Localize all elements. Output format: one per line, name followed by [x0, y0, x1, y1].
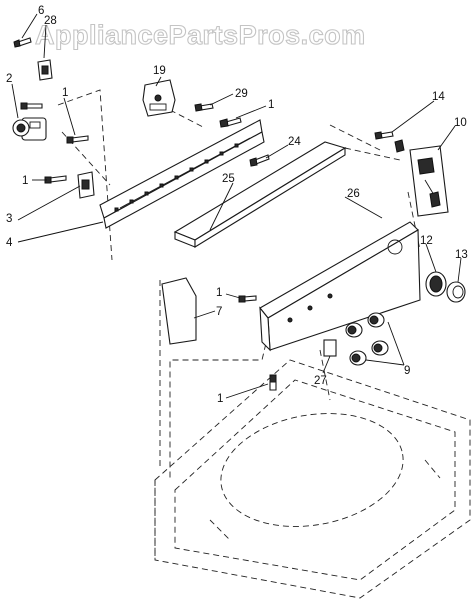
part-mounting-bracket — [142, 79, 176, 117]
callout-29: 29 — [235, 88, 248, 100]
part-spring — [323, 339, 337, 357]
part-rear-rail — [99, 119, 265, 229]
callout-28: 28 — [44, 15, 57, 27]
callout-24: 24 — [288, 136, 301, 148]
callout-4: 4 — [6, 237, 13, 249]
part-switch — [12, 117, 47, 141]
leader-lines — [11, 13, 462, 399]
callout-7: 7 — [216, 306, 222, 318]
part-side-trim — [161, 277, 197, 345]
screws-middle — [238, 295, 277, 391]
callout-2: 2 — [6, 73, 12, 85]
part-knob-large — [425, 271, 466, 303]
callout-1-left: 1 — [22, 175, 28, 187]
callout-14: 14 — [432, 91, 445, 103]
screw-24 — [249, 154, 270, 167]
callout-6: 6 — [38, 5, 44, 17]
screw-14 — [374, 131, 405, 153]
callout-10: 10 — [454, 117, 467, 129]
screws-upper — [194, 103, 242, 128]
part-knobs-small — [345, 312, 389, 366]
callout-labels: 6 28 2 1 19 29 1 14 10 24 25 1 3 4 26 12… — [6, 5, 468, 405]
cabinet-top — [154, 359, 471, 599]
screw-6 — [13, 37, 32, 48]
callout-27: 27 — [314, 375, 327, 387]
callout-9: 9 — [404, 365, 410, 377]
part-control-panel — [259, 221, 421, 352]
part-clip — [77, 171, 95, 199]
screws-left — [20, 102, 89, 184]
callout-19: 19 — [153, 65, 166, 77]
part-bracket-small — [37, 59, 53, 81]
callout-13: 13 — [455, 249, 468, 261]
callout-25: 25 — [222, 173, 235, 185]
callout-1-middle: 1 — [216, 287, 222, 299]
callout-3: 3 — [6, 213, 12, 225]
callout-1-lower: 1 — [217, 393, 223, 405]
callout-1-upper-left: 1 — [62, 87, 68, 99]
callout-12: 12 — [420, 235, 433, 247]
callout-26: 26 — [347, 188, 360, 200]
callout-1-upper-center: 1 — [268, 99, 274, 111]
part-end-cap — [409, 145, 449, 217]
watermark-text: AppliancePartsPros.com — [35, 20, 366, 50]
